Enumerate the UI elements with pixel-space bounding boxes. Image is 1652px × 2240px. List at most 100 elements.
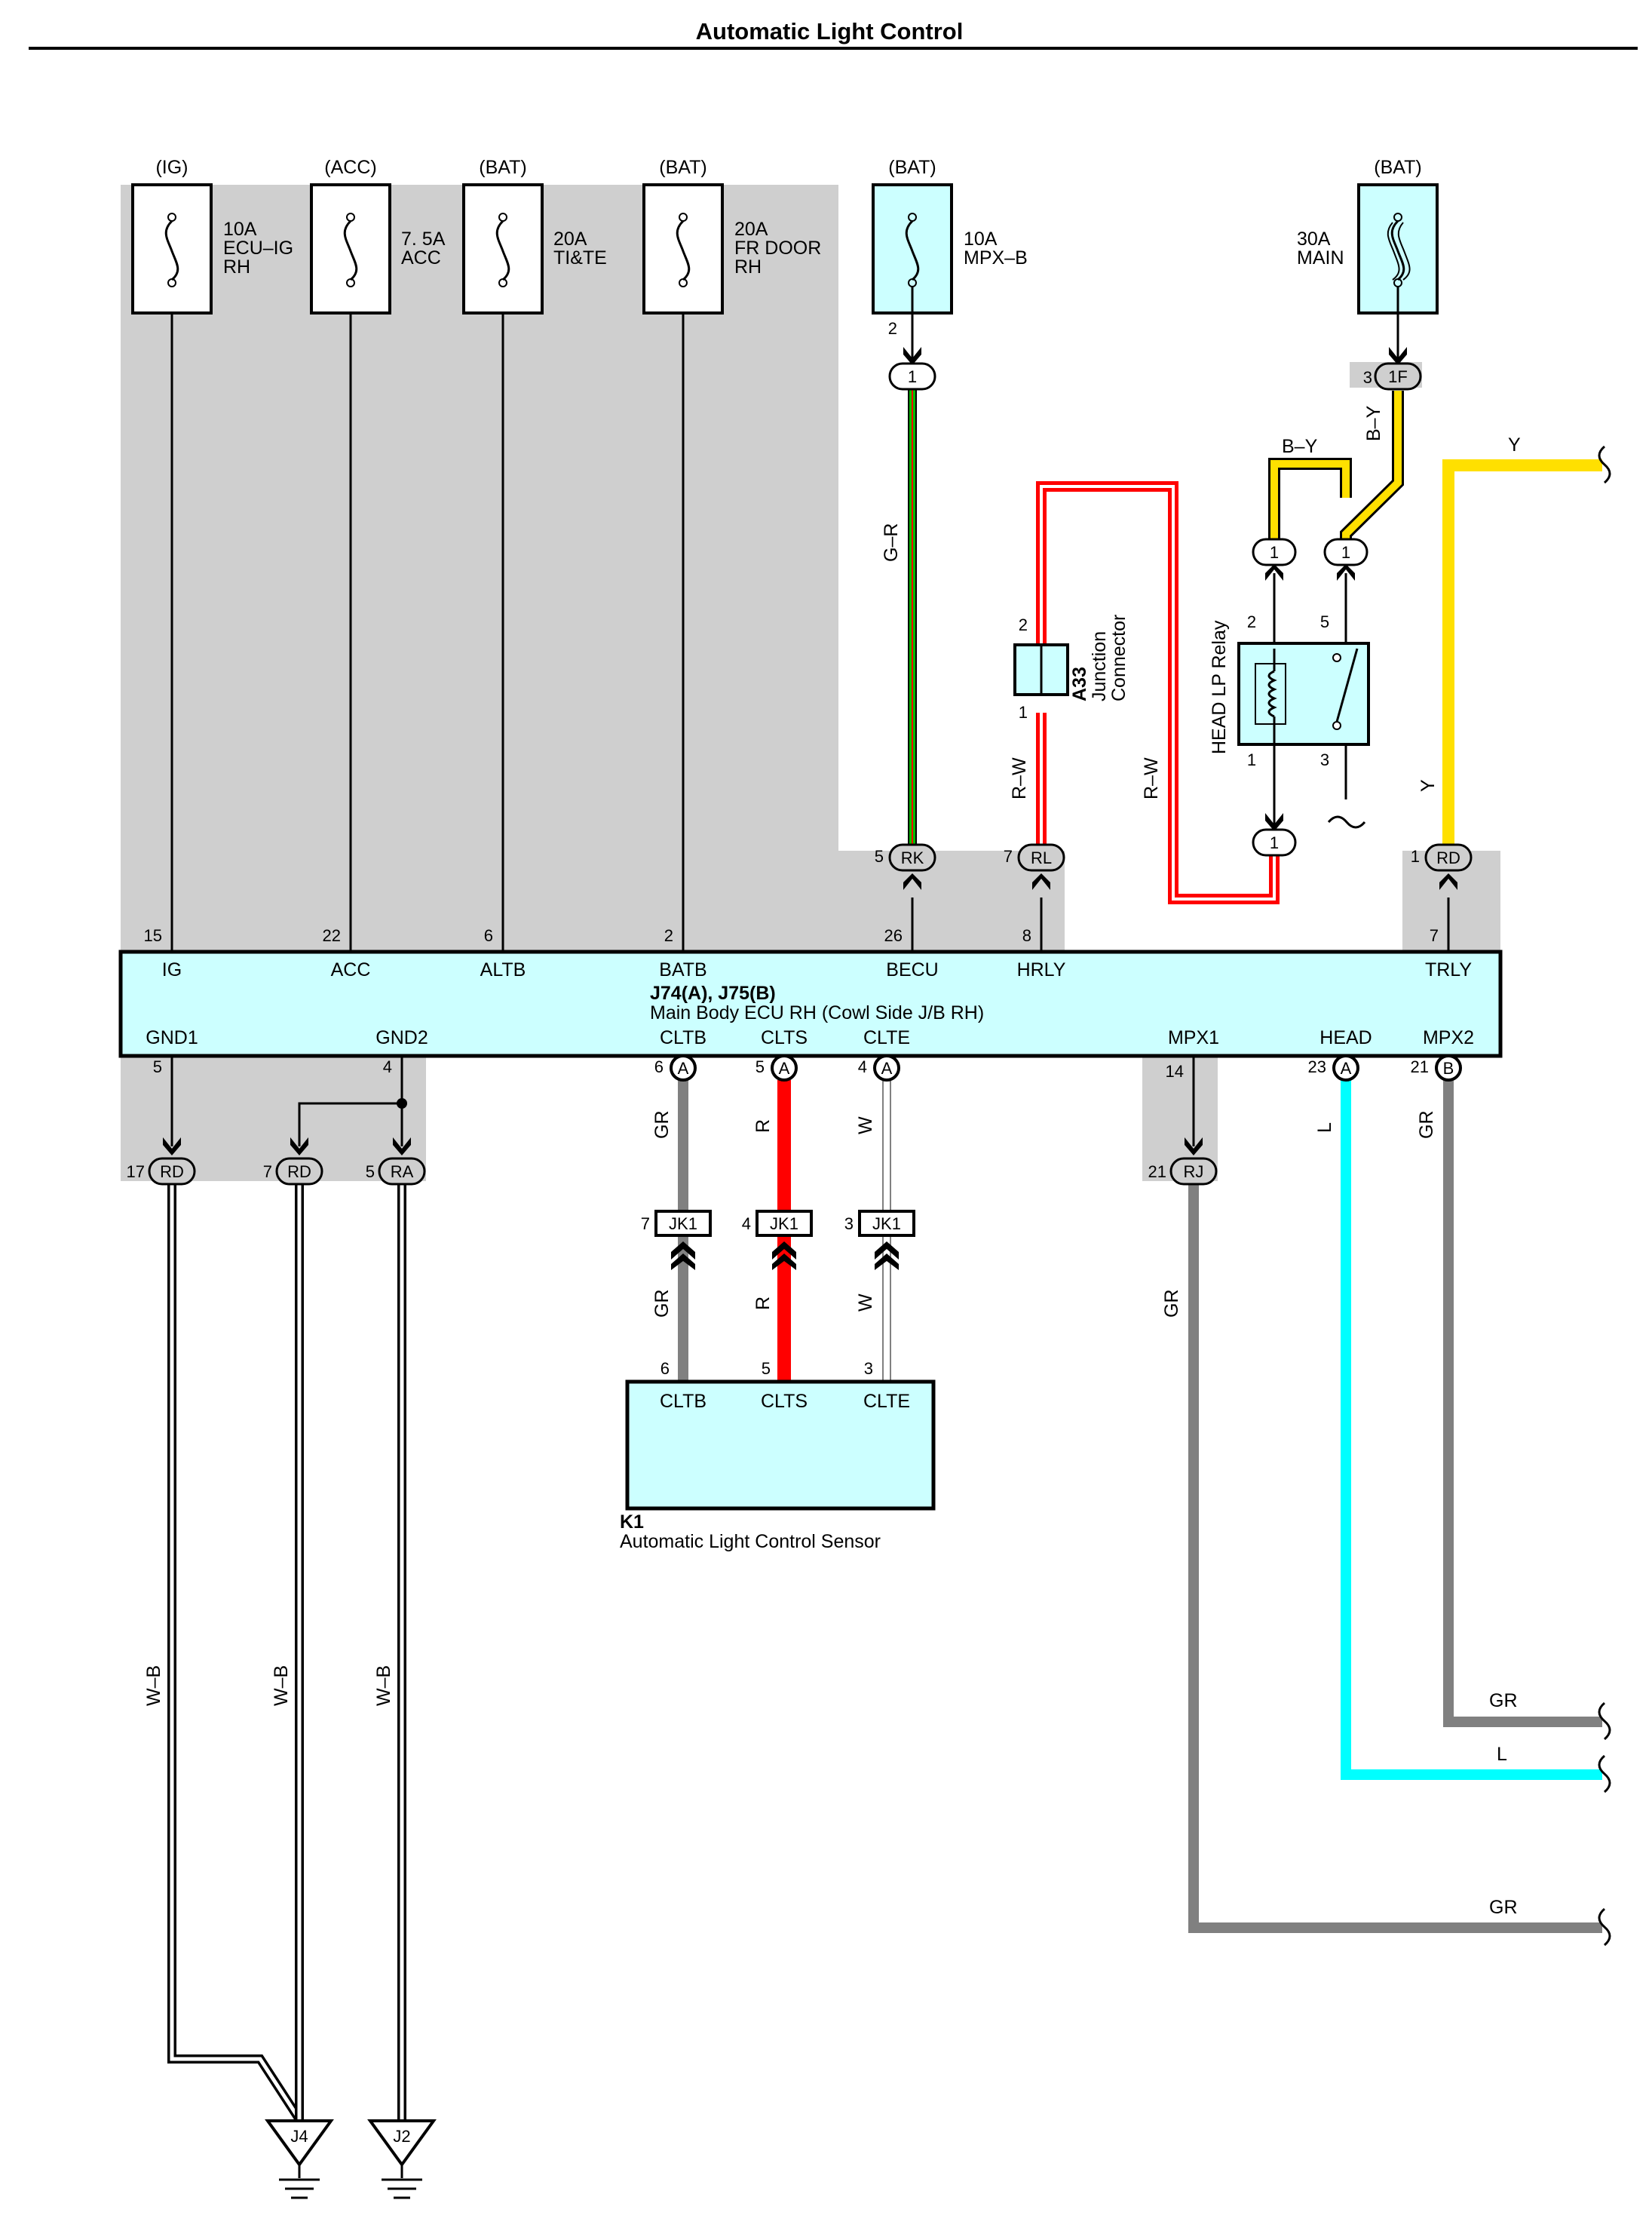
pin-number: 8	[1022, 926, 1031, 945]
fuse-name: RH	[223, 256, 250, 278]
pin-number: 4	[858, 1057, 867, 1076]
pin-number: 5	[366, 1162, 375, 1181]
ecu-bottom-terminals: GND1 5 GND2 4 CLTB CLTS CLTE MPX1 14 HEA…	[146, 1027, 1474, 1081]
terminal-label: MPX1	[1168, 1027, 1219, 1048]
wire-label-y: Y	[1508, 434, 1521, 456]
fuse-rating: 30A	[1297, 229, 1331, 250]
pin-number: 4	[742, 1214, 751, 1233]
connector-label: 1	[1341, 543, 1350, 562]
wire-label-g-r: G–R	[881, 523, 902, 562]
connector-main	[1374, 362, 1422, 391]
fuse-ratings: 10A ECU–IG RH 7. 5A ACC 20A TI&TE 20A FR…	[223, 219, 1344, 278]
connector-rd-trly	[1424, 843, 1473, 872]
connector-rl	[1017, 843, 1065, 872]
pin-number: 23	[1308, 1057, 1326, 1076]
pin-number: 1	[1247, 750, 1256, 769]
connector-letter: A	[1341, 1059, 1352, 1078]
ecu-name: Main Body ECU RH (Cowl Side J/B RH)	[650, 1002, 984, 1023]
pin-number: 15	[144, 926, 162, 945]
terminal-label: ACC	[331, 959, 371, 980]
wire-w-b	[167, 1183, 406, 2122]
fuse-rating: 20A	[734, 219, 768, 240]
terminal-label: MPX2	[1423, 1027, 1474, 1048]
connector-arrow	[1337, 564, 1355, 581]
sensor-name: Automatic Light Control Sensor	[620, 1531, 881, 1552]
terminal-label: IG	[162, 959, 182, 980]
terminal-label: BECU	[886, 959, 938, 980]
pin-number: 5	[756, 1057, 765, 1076]
fuse-source-label: (BAT)	[479, 157, 526, 178]
terminal-label: TRLY	[1425, 959, 1472, 980]
ground-label: J2	[393, 2127, 410, 2146]
connector-label: RK	[901, 848, 924, 867]
fuse-name: MPX–B	[964, 247, 1028, 268]
terminal-label: ALTB	[480, 959, 526, 980]
connector-label: 1	[1270, 833, 1279, 852]
fuse-ti-te	[462, 183, 544, 315]
ground-j4: J4	[265, 2119, 334, 2199]
connector-label: 1F	[1388, 367, 1408, 386]
pin-number: 3	[864, 1359, 873, 1378]
terminal-label: CLTB	[660, 1391, 706, 1412]
connector-arrow	[1265, 564, 1283, 581]
terminal-label: HRLY	[1017, 959, 1066, 980]
terminal-label: CLTS	[761, 1027, 808, 1048]
connector-rk	[888, 843, 936, 872]
fuse-name: MAIN	[1297, 247, 1344, 268]
connector-arrow	[903, 873, 921, 890]
fuse-name: RH	[734, 256, 762, 278]
pin-number: 2	[1247, 612, 1256, 631]
pin-number: 6	[654, 1057, 664, 1076]
connector-arrow	[1439, 873, 1457, 890]
ground-label: J4	[290, 2127, 308, 2146]
pin-number: 6	[660, 1359, 670, 1378]
junction-connector-a33	[1013, 643, 1069, 696]
terminal-label: CLTE	[863, 1027, 910, 1048]
wire-label-r-w: R–W	[1141, 757, 1162, 799]
wire-label-w-b: W–B	[271, 1665, 292, 1706]
fuse-fr-door-rh	[642, 183, 724, 315]
pin-number: 7	[1004, 847, 1013, 866]
wire-y	[1442, 459, 1602, 851]
connector-label: RJ	[1184, 1162, 1204, 1181]
ecu-top-terminals: IG 15 ACC 22 ALTB 6 BATB 2 BECU 26 HRLY …	[144, 926, 1473, 980]
connector-label: JK1	[669, 1214, 697, 1233]
terminal-label: BATB	[659, 959, 706, 980]
fuse-sources: (IG) (ACC) (BAT) (BAT) (BAT) (BAT)	[155, 157, 1421, 178]
relay-name: HEAD LP Relay	[1209, 620, 1230, 754]
wire-label-w-b: W–B	[143, 1665, 164, 1706]
light-control-sensor	[625, 1379, 936, 1511]
ground-connectors: RD 17 RD 7 RA 5 RJ 21	[127, 1137, 1218, 1186]
pin-number: 21	[1148, 1162, 1166, 1181]
wire-label-r-w: R–W	[1009, 757, 1030, 799]
wire-break-marks	[1598, 445, 1611, 1947]
wire-label-w-b: W–B	[373, 1665, 394, 1706]
wire-label-gr: GR	[1161, 1290, 1182, 1318]
fuse-main	[1357, 183, 1439, 362]
fuse-source-label: (BAT)	[888, 157, 936, 178]
wire-label-gr: GR	[1489, 1690, 1518, 1711]
wire-label-gr: GR	[1416, 1111, 1437, 1140]
connector-label: JK1	[770, 1214, 798, 1233]
pin-number: 3	[1363, 368, 1372, 387]
wire-color-labels: G–R R–W R–W B–Y B–Y Y Y GR R W GR R W L …	[143, 405, 1521, 1918]
fuse-name: TI&TE	[553, 247, 607, 268]
ground-j2: J2	[367, 2119, 437, 2199]
ecu-id: J74(A), J75(B)	[650, 983, 776, 1004]
fuse-acc	[310, 183, 391, 315]
internal-wires	[170, 283, 1450, 1146]
wire-label-l: L	[1314, 1122, 1335, 1133]
wire-label-r: R	[752, 1119, 774, 1133]
wire-label-b-y: B–Y	[1282, 436, 1318, 457]
pin-number: 21	[1411, 1057, 1429, 1076]
connector-label: JK1	[872, 1214, 901, 1233]
page-title: Automatic Light Control	[696, 18, 964, 44]
right-wires	[1188, 1080, 1602, 1933]
wire-r-w	[1036, 481, 1280, 904]
wire-label-gr: GR	[651, 1290, 673, 1318]
ecu-bottom-connectors: A 6 A 5 A 4 A 23 B 21	[654, 1054, 1462, 1082]
pin-number: 2	[888, 319, 897, 338]
wire-label-w: W	[855, 1116, 876, 1134]
wire-label-w: W	[855, 1293, 876, 1312]
pin-number: 5	[875, 847, 884, 866]
